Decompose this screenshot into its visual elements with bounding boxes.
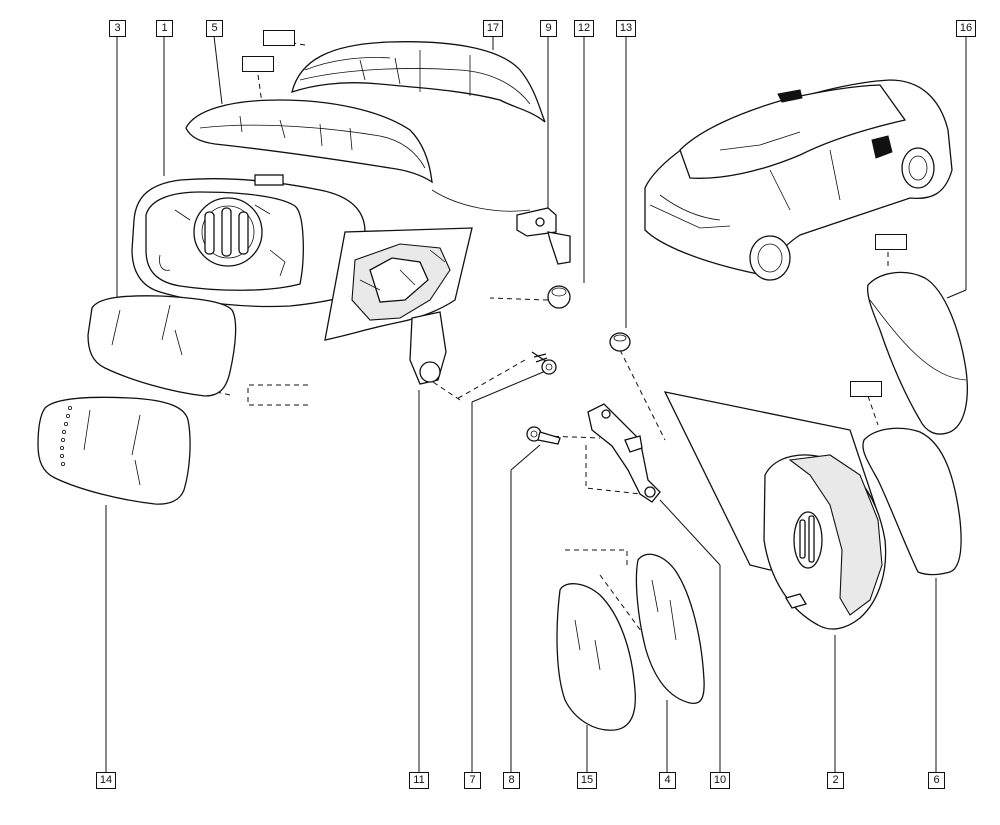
blank-label-box	[850, 381, 882, 397]
callout-2: 2	[827, 772, 844, 789]
screw-lower	[526, 426, 561, 445]
rubber-plug	[547, 285, 571, 309]
callout-12: 12	[574, 20, 594, 37]
mirror-housing-right	[763, 454, 887, 630]
callout-15: 15	[577, 772, 597, 789]
callout-3: 3	[109, 20, 126, 37]
motor-bracket-assembly	[324, 227, 473, 385]
blank-label-box	[875, 234, 907, 250]
callout-7: 7	[464, 772, 481, 789]
mirror-glass-right-15	[556, 583, 636, 731]
leader-lines	[105, 35, 967, 772]
cover-right-lower	[862, 427, 962, 576]
cover-shell-lower	[185, 99, 433, 184]
mirror-housing	[131, 174, 366, 308]
connector-plug	[431, 189, 571, 265]
screw-upper	[531, 351, 557, 375]
mirror-glass-right-4	[635, 553, 705, 705]
indicator-dots	[60, 405, 73, 466]
callout-10: 10	[710, 772, 730, 789]
car-illustration	[644, 79, 953, 281]
callout-1: 1	[156, 20, 173, 37]
mirror-glass-left-lower	[37, 396, 191, 505]
blank-label-box	[242, 56, 274, 72]
clip	[609, 332, 631, 352]
callout-13: 13	[616, 20, 636, 37]
blank-label-box	[263, 30, 295, 46]
cover-right-upper	[866, 271, 968, 435]
callout-14: 14	[96, 772, 116, 789]
callout-9: 9	[540, 20, 557, 37]
callout-11: 11	[409, 772, 429, 789]
callout-8: 8	[503, 772, 520, 789]
bracket-arm	[587, 403, 661, 503]
cover-shell-upper	[291, 41, 546, 123]
mirror-glass-left-upper	[87, 295, 237, 397]
callout-4: 4	[659, 772, 676, 789]
callout-16: 16	[956, 20, 976, 37]
callout-17: 17	[483, 20, 503, 37]
callout-6: 6	[928, 772, 945, 789]
callout-5: 5	[206, 20, 223, 37]
